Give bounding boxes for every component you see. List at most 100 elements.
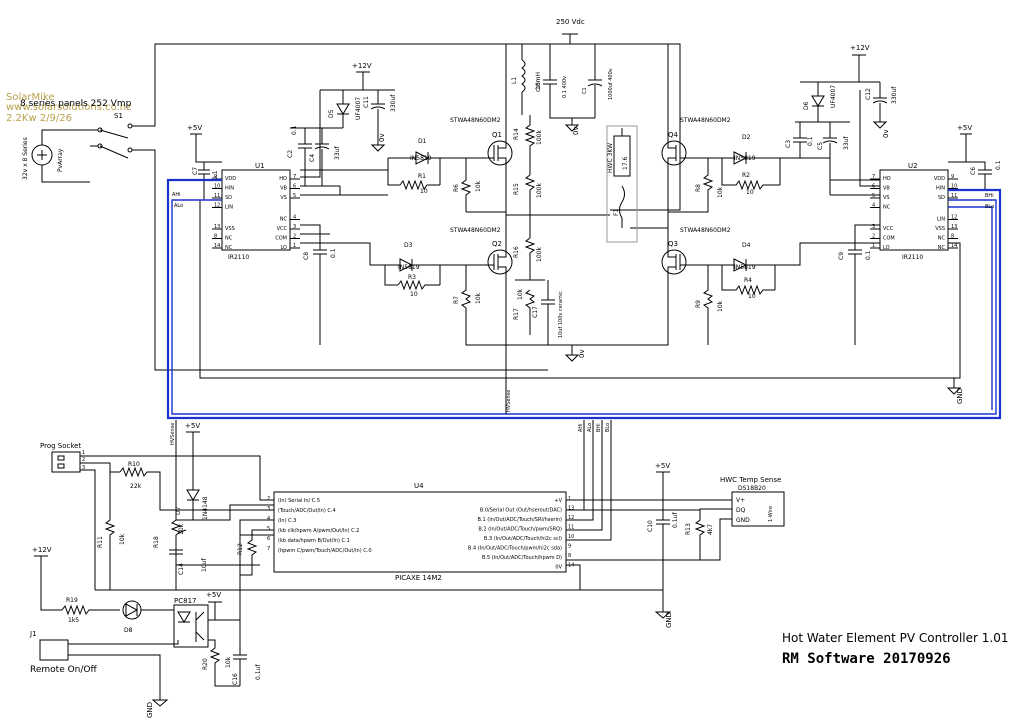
- svg-text:10k: 10k: [119, 533, 126, 545]
- svg-text:D6: D6: [803, 101, 810, 110]
- svg-text:22k: 22k: [130, 483, 142, 490]
- svg-text:C15: C15: [536, 82, 542, 92]
- svg-text:V+: V+: [736, 497, 745, 504]
- ic-pin-label: SD: [225, 195, 232, 201]
- svg-text:BHi: BHi: [985, 193, 994, 199]
- svg-text:DS18B20: DS18B20: [738, 485, 766, 492]
- svg-text:+5V: +5V: [655, 462, 670, 470]
- ic-pin-label: NC: [225, 236, 233, 242]
- mosfet-q3: Q3 STWA48N60DM2: [575, 227, 731, 346]
- remote-input: +12V R19 1k5 D8 PC817 +5V R20 10k C16 0.…: [29, 534, 274, 718]
- svg-text:10mH: 10mH: [535, 72, 542, 90]
- ic-pin-number: 7: [293, 174, 296, 180]
- ic-pin-number: 9: [951, 174, 954, 180]
- svg-text:0v: 0v: [378, 133, 386, 142]
- picaxe-pin-label: B.3 (In/Out/ADC/Touch/hi2c scl): [484, 536, 562, 542]
- picaxe-pin-label: B.1 (In/Out/ADC/Touch/SRI/hserin): [477, 517, 562, 523]
- u1-supply: +5V C7 0.1 C8 0.1: [187, 90, 388, 345]
- svg-text:+5V: +5V: [957, 124, 972, 132]
- supply-250v: 250 Vdc: [556, 18, 585, 26]
- svg-text:0.1 400v: 0.1 400v: [562, 76, 568, 98]
- ic-pin-label: LO: [883, 245, 890, 251]
- svg-text:C14: C14: [178, 563, 185, 575]
- bootstrap-right: +12V D6 UF4007 C3 0.1 C5 33uf C12 330uf …: [785, 44, 898, 195]
- ic-pin-number: 5: [872, 193, 875, 199]
- svg-text:R9: R9: [695, 300, 702, 308]
- svg-text:3: 3: [82, 465, 85, 471]
- ic-u4: U4 PICAXE 14M2 (In) Serial In/ C.52(Touc…: [267, 482, 574, 582]
- gate-network-q3: D4 IN5819 R4 10 R9 10k: [680, 242, 880, 345]
- svg-text:C16: C16: [232, 673, 239, 685]
- svg-text:STWA48N60DM2: STWA48N60DM2: [450, 117, 501, 124]
- ic-pin-number: 2: [872, 234, 875, 240]
- ic-pin-number: 10: [214, 184, 220, 190]
- picaxe-pin-number: 9: [568, 544, 571, 550]
- svg-text:1-Wire: 1-Wire: [768, 506, 774, 522]
- svg-text:PC817: PC817: [174, 597, 196, 605]
- svg-text:100k: 100k: [536, 183, 543, 198]
- ic-pin-label: NC: [938, 236, 946, 242]
- svg-text:D7: D7: [175, 506, 182, 515]
- gate-network-q2: D3 IN5819 R3 10 R7 10k: [300, 242, 506, 346]
- svg-text:C1: C1: [582, 87, 588, 94]
- ic-pin-number: 3: [872, 224, 875, 230]
- svg-text:0.1: 0.1: [291, 125, 298, 135]
- svg-text:0.1uf: 0.1uf: [255, 664, 262, 680]
- svg-text:PICAXE 14M2: PICAXE 14M2: [395, 574, 442, 582]
- picaxe-pin-number: 11: [568, 525, 574, 531]
- svg-text:DQ: DQ: [736, 507, 746, 514]
- svg-text:0.1: 0.1: [212, 170, 219, 180]
- svg-text:U4: U4: [414, 482, 424, 490]
- ic-pin-number: 4: [293, 215, 296, 221]
- ic-pin-number: 3: [293, 224, 296, 230]
- picaxe-pin-label: (In) Serial In/ C.5: [278, 498, 320, 504]
- svg-text:C8: C8: [303, 252, 310, 260]
- svg-text:Prog Socket: Prog Socket: [40, 442, 81, 450]
- ic-pin-label: HIN: [225, 186, 234, 192]
- svg-text:0.1: 0.1: [330, 248, 337, 258]
- svg-text:2: 2: [82, 457, 85, 463]
- ic-pin-number: 13: [951, 224, 957, 230]
- ic-pin-number: 14: [951, 243, 957, 249]
- u2-supply: +5V C6 0.1 C9 0.1: [830, 90, 1002, 345]
- svg-text:UF4007: UF4007: [830, 85, 837, 108]
- hwc-element: HWC 3KW 17.6 F1: [606, 125, 638, 243]
- ic-pin-label: VDD: [225, 176, 236, 182]
- ic-pin-number: 7: [872, 174, 875, 180]
- picaxe-pin-number: 12: [568, 515, 574, 521]
- ic-pin-label: NC: [938, 245, 946, 251]
- mosfet-q1: Q1 STWA48N60DM2: [450, 44, 513, 215]
- svg-text:C17: C17: [532, 306, 539, 318]
- svg-text:R7: R7: [453, 296, 460, 304]
- ic-pin-number: 6: [293, 184, 296, 190]
- picaxe-pin-number: 5: [267, 526, 270, 532]
- svg-text:10: 10: [420, 188, 428, 195]
- svg-text:C6: C6: [970, 167, 977, 175]
- svg-text:D8: D8: [124, 627, 133, 634]
- svg-text:IR2110: IR2110: [902, 254, 923, 261]
- picaxe-pin-number: 7: [267, 546, 270, 552]
- picaxe-pin-number: 4: [267, 516, 270, 522]
- svg-text:1: 1: [82, 450, 85, 456]
- picaxe-pin-label: 0V: [555, 565, 562, 571]
- ic-pin-number: 2: [293, 234, 296, 240]
- svg-text:R10: R10: [128, 461, 140, 468]
- svg-text:F1: F1: [613, 209, 620, 216]
- svg-text:R20: R20: [202, 658, 209, 670]
- ic-pin-number: 14: [214, 243, 220, 249]
- title-line1: Hot Water Element PV Controller 1.01: [782, 631, 1009, 645]
- svg-text:Q2: Q2: [492, 240, 502, 248]
- picaxe-pin-label: (kb clk/hpwm A/pwm/Out/In) C.2: [278, 528, 359, 534]
- svg-text:L1: L1: [511, 77, 518, 84]
- svg-text:10k: 10k: [717, 300, 724, 312]
- svg-text:10k: 10k: [475, 180, 482, 192]
- svg-text:C7: C7: [192, 167, 199, 175]
- svg-text:33uf: 33uf: [334, 146, 341, 160]
- svg-text:Q4: Q4: [668, 131, 679, 139]
- ic-pin-label: NC: [280, 217, 288, 223]
- svg-text:R16: R16: [513, 246, 520, 258]
- svg-text:Q1: Q1: [492, 131, 502, 139]
- pv-source-value: 32v x 8 Series: [22, 137, 29, 180]
- ic-pin-number: 13: [214, 224, 220, 230]
